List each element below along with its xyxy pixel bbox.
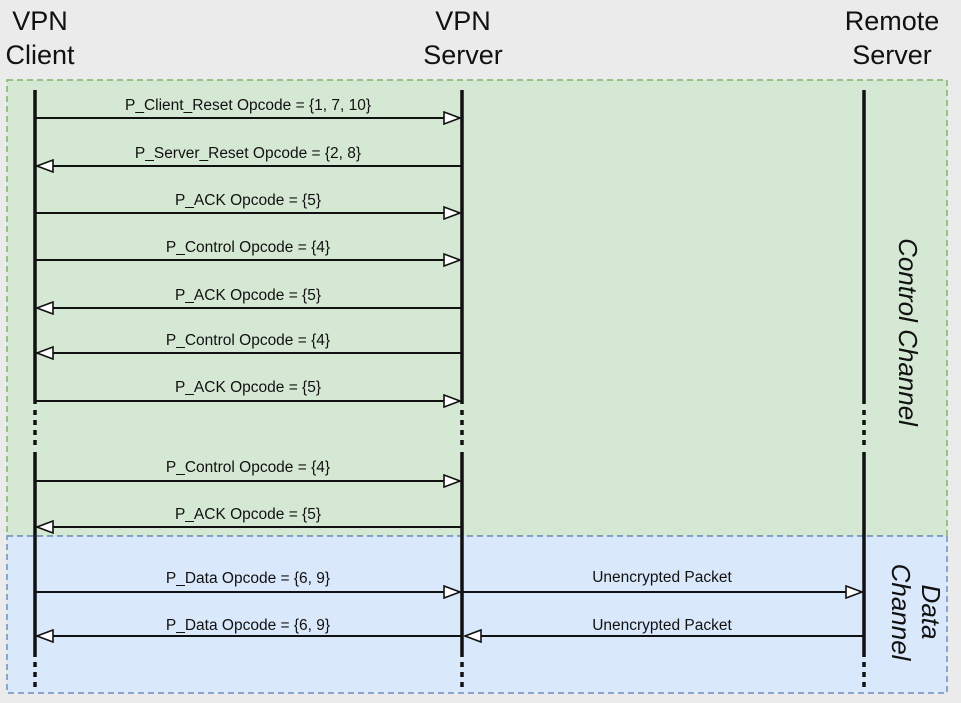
data-channel-label: Data Channel	[886, 564, 946, 662]
message-label: P_ACK Opcode = {5}	[175, 506, 321, 523]
lifeline-header-line2: Server	[852, 40, 932, 70]
message-label: P_ACK Opcode = {5}	[175, 287, 321, 304]
message-label: P_Client_Reset Opcode = {1, 7, 10}	[125, 97, 371, 114]
message-label: P_Server_Reset Opcode = {2, 8}	[135, 145, 361, 162]
message-server-reset: P_Server_Reset Opcode = {2, 8}	[37, 145, 461, 166]
message-control: P_Control Opcode = {4}	[36, 239, 460, 260]
message-ack: P_ACK Opcode = {5}	[37, 287, 461, 308]
lifeline-header-vpn-server: VPN Server	[410, 4, 516, 72]
message-label: P_Data Opcode = {6, 9}	[166, 570, 330, 587]
message-ack: P_ACK Opcode = {5}	[36, 192, 460, 213]
lifeline-header-line2: Server	[423, 40, 503, 70]
message-label: P_Control Opcode = {4}	[166, 239, 330, 256]
lifeline-header-line1: VPN	[12, 6, 68, 36]
message-label: P_ACK Opcode = {5}	[175, 192, 321, 209]
message-data: P_Data Opcode = {6, 9}	[37, 617, 461, 636]
message-unencrypted-packet: Unencrypted Packet	[465, 617, 863, 636]
lifeline-header-remote-server: Remote Server	[825, 4, 959, 72]
message-label: Unencrypted Packet	[592, 617, 732, 634]
message-ack: P_ACK Opcode = {5}	[37, 506, 461, 527]
message-unencrypted-packet: Unencrypted Packet	[463, 569, 862, 592]
message-client-reset: P_Client_Reset Opcode = {1, 7, 10}	[36, 97, 460, 118]
message-label: P_Control Opcode = {4}	[166, 459, 330, 476]
message-ack: P_ACK Opcode = {5}	[36, 379, 460, 401]
message-control: P_Control Opcode = {4}	[36, 459, 460, 481]
message-data: P_Data Opcode = {6, 9}	[36, 570, 460, 592]
data-channel-label-line1: Data	[916, 585, 946, 640]
lifeline-header-line2: Client	[5, 40, 75, 70]
message-label: P_Data Opcode = {6, 9}	[166, 617, 330, 634]
message-label: P_Control Opcode = {4}	[166, 332, 330, 349]
message-label: Unencrypted Packet	[592, 569, 732, 586]
data-channel-label-line2: Channel	[886, 564, 916, 662]
lifeline-header-line1: VPN	[435, 6, 491, 36]
data-channel-region	[6, 535, 948, 694]
control-channel-label: Control Channel	[893, 238, 923, 427]
message-control: P_Control Opcode = {4}	[37, 332, 461, 353]
lifeline-header-vpn-client: VPN Client	[0, 4, 80, 72]
message-label: P_ACK Opcode = {5}	[175, 379, 321, 396]
lifeline-header-line1: Remote	[844, 6, 940, 36]
